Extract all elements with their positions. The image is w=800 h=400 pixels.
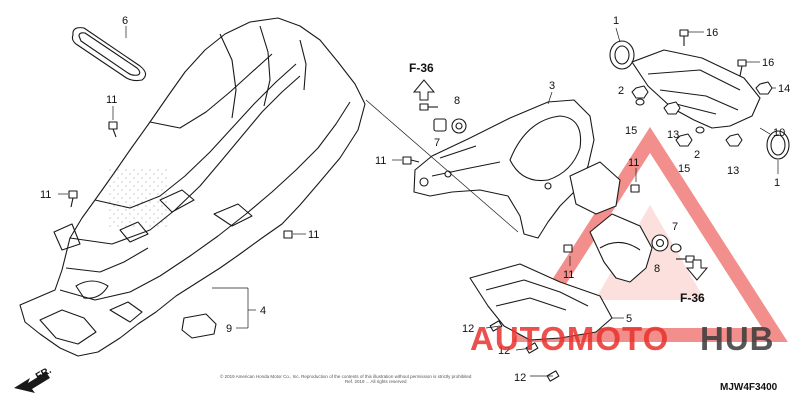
ref-arrow-bottom: F-36 <box>680 259 709 305</box>
callout-3[interactable]: 3 <box>549 80 555 92</box>
collar-7-bottom <box>670 243 682 253</box>
callout-8-top[interactable]: 8 <box>454 95 460 107</box>
watermark-word-dark: HUB <box>700 320 775 357</box>
copyright-line-2: Ref. 2019 ... All rights reserved <box>345 379 407 384</box>
ref-f36-top[interactable]: F-36 <box>409 61 434 75</box>
tail-bracket <box>413 99 595 239</box>
callout-15-b[interactable]: 15 <box>678 163 690 175</box>
callout-16-b[interactable]: 16 <box>762 57 774 69</box>
callout-11-a[interactable]: 11 <box>106 94 117 106</box>
callout-2-b[interactable]: 2 <box>694 149 700 161</box>
side-cover-top <box>609 40 761 129</box>
callouts: 6 11 11 11 11 11 11 4 9 3 8 7 7 8 5 12 1… <box>40 15 790 384</box>
fr-label: FR. <box>34 365 54 383</box>
callout-11-f[interactable]: 11 <box>563 269 574 281</box>
callout-7-top[interactable]: 7 <box>434 137 440 149</box>
callout-11-d[interactable]: 11 <box>375 155 386 167</box>
ref-f36-bottom[interactable]: F-36 <box>680 291 705 305</box>
screw-16a <box>679 29 689 46</box>
callout-16-a[interactable]: 16 <box>706 27 718 39</box>
callout-11-c[interactable]: 11 <box>308 229 319 241</box>
front-arrow: FR. <box>14 365 54 393</box>
callout-11-e[interactable]: 11 <box>628 157 639 169</box>
lens-10 <box>766 130 790 160</box>
screw-16b <box>737 59 747 77</box>
bolt-11-e <box>630 184 640 193</box>
callout-7-bottom[interactable]: 7 <box>672 221 678 233</box>
bolt-bottom <box>676 255 695 263</box>
bolt-11-d <box>402 156 420 165</box>
collar-7-top <box>433 118 447 132</box>
bolt-top <box>419 103 438 111</box>
callout-15-a[interactable]: 15 <box>625 125 637 137</box>
bolts-11 <box>68 121 640 253</box>
callout-10[interactable]: 10 <box>773 127 785 139</box>
callout-12-c[interactable]: 12 <box>514 372 526 384</box>
callout-12-a[interactable]: 12 <box>462 323 474 335</box>
grommet-8-top <box>451 118 467 134</box>
callout-4[interactable]: 4 <box>260 305 266 317</box>
ref-arrow-top: F-36 <box>409 61 436 101</box>
callout-6[interactable]: 6 <box>122 15 128 27</box>
washers <box>631 85 743 147</box>
grommet-8-bottom <box>651 234 669 252</box>
callout-11-b[interactable]: 11 <box>40 189 51 201</box>
callout-9[interactable]: 9 <box>226 323 232 335</box>
diagram-code: MJW4F3400 <box>720 382 778 393</box>
watermark-word-red: AUTOMOTO <box>470 320 669 357</box>
callout-13-a[interactable]: 13 <box>667 129 679 141</box>
callout-2-a[interactable]: 2 <box>618 85 624 97</box>
nut-14 <box>755 81 773 95</box>
bolt-11-b <box>68 190 78 208</box>
callout-5[interactable]: 5 <box>626 313 632 325</box>
reflector <box>181 313 217 339</box>
license-bracket <box>469 161 653 341</box>
watermark-logo: AUTOMOTO HUB <box>470 320 775 357</box>
fender-texture <box>109 169 167 227</box>
callout-8-bottom[interactable]: 8 <box>654 263 660 275</box>
bolt-11-c <box>283 230 293 239</box>
callout-12-b[interactable]: 12 <box>498 345 510 357</box>
leader-lines <box>58 26 779 377</box>
belt-seal <box>71 27 147 82</box>
callout-14[interactable]: 14 <box>778 83 790 95</box>
bolt-11-a <box>108 121 118 138</box>
bolt-11-f <box>563 244 573 253</box>
callout-1-bottom[interactable]: 1 <box>774 177 780 189</box>
copyright-line-1: © 2019 American Honda Motor Co., Inc. Re… <box>220 373 472 379</box>
rear-inner-fender <box>19 17 366 357</box>
callout-13-b[interactable]: 13 <box>727 165 739 177</box>
callout-1-top[interactable]: 1 <box>613 15 619 27</box>
